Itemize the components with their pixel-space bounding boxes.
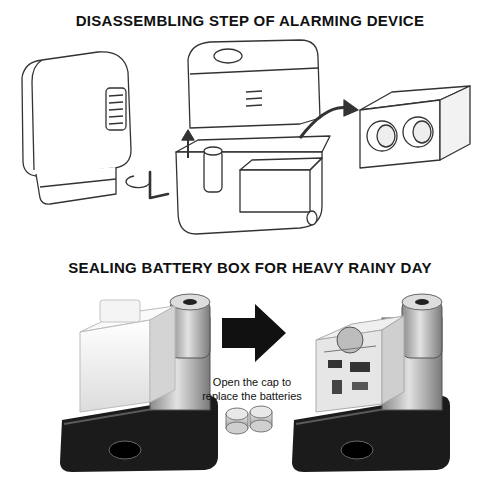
top-housing bbox=[188, 40, 320, 128]
chip bbox=[352, 382, 368, 390]
cap-opening bbox=[403, 117, 433, 147]
open-battery-photo bbox=[292, 294, 450, 472]
arrow-head bbox=[182, 130, 194, 140]
jaw-slot bbox=[40, 179, 116, 187]
coin-face bbox=[250, 420, 272, 432]
pin-hole bbox=[214, 49, 242, 63]
cylinder-top bbox=[170, 294, 210, 310]
box-edge bbox=[310, 158, 322, 170]
cap-nub bbox=[100, 300, 140, 322]
chip bbox=[328, 360, 342, 368]
battery-box bbox=[240, 170, 310, 212]
lock-hole bbox=[307, 211, 317, 225]
cylinder-top bbox=[204, 147, 222, 155]
hex-key bbox=[150, 172, 168, 198]
lift-arrow bbox=[187, 138, 189, 158]
battery-box-top bbox=[240, 158, 322, 170]
base-hole bbox=[341, 441, 373, 459]
lock-base bbox=[176, 152, 322, 234]
cylinder-bore bbox=[415, 299, 429, 305]
vent-slot bbox=[109, 123, 123, 124]
battery-cap-drawing bbox=[360, 86, 470, 168]
wire bbox=[324, 346, 376, 352]
chip bbox=[350, 362, 370, 372]
arrow-head bbox=[344, 100, 358, 116]
direction-arrow bbox=[222, 304, 286, 362]
cap-opening bbox=[367, 121, 397, 151]
vent-slot bbox=[246, 91, 262, 92]
vent-slot bbox=[109, 102, 123, 103]
disassembled-lock-drawing bbox=[176, 40, 358, 234]
coin-face bbox=[226, 408, 248, 420]
housing-edge bbox=[190, 68, 318, 74]
vent-slot bbox=[109, 116, 123, 117]
base-shelf bbox=[176, 136, 330, 152]
cylinder-top bbox=[402, 294, 442, 310]
rotation-arrow bbox=[126, 176, 150, 188]
vent-panel bbox=[106, 88, 126, 130]
vent-slot bbox=[246, 98, 262, 99]
caption-note: Open the cap to replace the batteries bbox=[196, 375, 308, 403]
opening-depth bbox=[413, 121, 431, 143]
cap-side bbox=[440, 86, 470, 160]
body-edge bbox=[32, 60, 42, 170]
title-heading: DISASSEMBLING STEP OF ALARMING DEVICE bbox=[0, 12, 500, 30]
coin-face bbox=[226, 422, 248, 434]
coin-face bbox=[250, 406, 272, 418]
vent-slot bbox=[246, 105, 262, 106]
cylinder-bore bbox=[183, 299, 197, 305]
bolt-cylinder bbox=[204, 150, 222, 192]
chip bbox=[332, 380, 342, 394]
cap-side bbox=[150, 306, 175, 402]
vent-slot bbox=[109, 95, 123, 96]
lock-body bbox=[22, 52, 131, 176]
cap-front bbox=[360, 100, 440, 168]
coin-batteries bbox=[226, 406, 272, 434]
assembled-lock-drawing bbox=[22, 52, 168, 204]
section-heading: SEALING BATTERY BOX FOR HEAVY RAINY DAY bbox=[0, 259, 500, 277]
lock-jaw bbox=[36, 167, 116, 204]
move-arrow bbox=[300, 108, 348, 138]
board-side bbox=[382, 316, 404, 404]
vent-slot bbox=[109, 109, 123, 110]
base-hole bbox=[109, 441, 141, 459]
cap-front bbox=[80, 320, 150, 412]
sealed-battery-photo bbox=[60, 294, 218, 472]
opening-depth bbox=[377, 125, 395, 147]
